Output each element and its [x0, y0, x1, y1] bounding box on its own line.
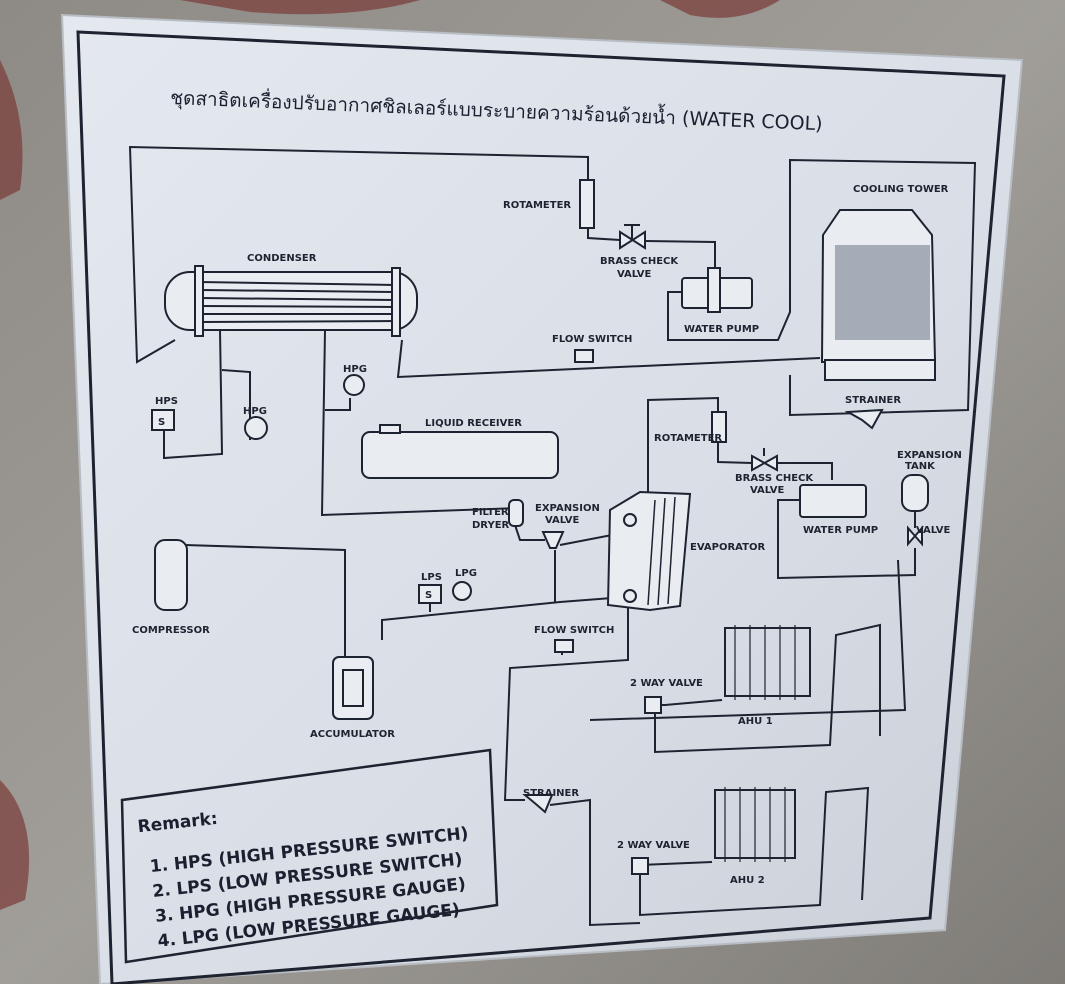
- svg-text:S: S: [158, 417, 165, 428]
- svg-text:DRYER: DRYER: [472, 520, 510, 531]
- ahu1-coil: [724, 625, 811, 700]
- lps-switch: S: [418, 584, 442, 604]
- two-way-valve-1: [644, 696, 662, 714]
- svg-text:AHU 1: AHU 1: [738, 716, 773, 727]
- svg-text:ROTAMETER: ROTAMETER: [654, 433, 722, 444]
- piping: [128, 145, 977, 927]
- svg-text:LIQUID RECEIVER: LIQUID RECEIVER: [425, 418, 522, 429]
- svg-text:HPG: HPG: [243, 406, 267, 417]
- svg-text:LPG: LPG: [455, 568, 477, 579]
- board-border: [76, 30, 1006, 984]
- sign-board: [60, 13, 1024, 984]
- label-rotameter-top: ROTAMETER: [503, 200, 571, 211]
- svg-text:2 WAY VALVE: 2 WAY VALVE: [630, 678, 703, 689]
- svg-text:EXPANSION: EXPANSION: [535, 503, 600, 514]
- svg-text:ACCUMULATOR: ACCUMULATOR: [310, 729, 395, 740]
- svg-text:FLOW SWITCH: FLOW SWITCH: [552, 334, 632, 345]
- svg-text:VALVE: VALVE: [916, 525, 951, 536]
- svg-text:FLOW SWITCH: FLOW SWITCH: [534, 625, 614, 636]
- svg-text:S: S: [425, 590, 432, 601]
- lpg-gauge: [452, 581, 472, 601]
- svg-text:COOLING TOWER: COOLING TOWER: [853, 184, 949, 195]
- svg-text:COMPRESSOR: COMPRESSOR: [132, 625, 210, 636]
- svg-text:TANK: TANK: [905, 461, 936, 472]
- svg-text:VALVE: VALVE: [617, 269, 652, 280]
- svg-text:LPS: LPS: [421, 572, 442, 583]
- filter-dryer: [508, 499, 524, 527]
- condenser: [164, 265, 418, 337]
- svg-text:HPG: HPG: [343, 364, 367, 375]
- svg-text:EVAPORATOR: EVAPORATOR: [690, 542, 765, 553]
- compressor: [154, 539, 188, 611]
- accumulator: [332, 656, 374, 720]
- evaporator: [606, 490, 692, 612]
- strainer-bottom: [522, 794, 554, 814]
- svg-text:VALVE: VALVE: [545, 515, 580, 526]
- svg-text:WATER PUMP: WATER PUMP: [684, 324, 759, 335]
- water-pump-bottom: [799, 484, 867, 518]
- svg-text:EXPANSION: EXPANSION: [897, 450, 962, 461]
- expansion-tank: [901, 474, 929, 547]
- svg-text:FILTER: FILTER: [472, 507, 509, 518]
- hpg-gauge-1: [343, 374, 365, 396]
- brass-check-valve-bottom: [751, 448, 778, 472]
- rotameter-bottom: [711, 411, 727, 443]
- svg-text:HPS: HPS: [155, 396, 178, 407]
- flow-switch-bottom: [554, 639, 574, 653]
- svg-text:STRAINER: STRAINER: [523, 788, 579, 799]
- svg-text:2 WAY VALVE: 2 WAY VALVE: [617, 840, 690, 851]
- liquid-receiver: [361, 424, 559, 479]
- cooling-tower: [820, 209, 937, 381]
- expansion-valve: [541, 531, 565, 549]
- svg-text:CONDENSER: CONDENSER: [247, 253, 317, 264]
- water-pump-top: [681, 267, 753, 313]
- strainer-top: [844, 408, 884, 430]
- svg-text:BRASS CHECK: BRASS CHECK: [600, 256, 679, 267]
- two-way-valve-2: [631, 857, 649, 875]
- svg-text:BRASS CHECK: BRASS CHECK: [735, 473, 814, 484]
- svg-text:VALVE: VALVE: [750, 485, 785, 496]
- flow-switch-top: [574, 349, 594, 363]
- component-labels: ROTAMETER BRASS CHECK VALVE COOLING TOWE…: [132, 184, 962, 886]
- svg-text:WATER PUMP: WATER PUMP: [803, 525, 878, 536]
- ahu2-coil: [714, 787, 796, 862]
- brass-check-valve-top: [619, 224, 646, 250]
- svg-text:AHU 2: AHU 2: [730, 875, 765, 886]
- rotameter-top: [579, 179, 595, 229]
- svg-text:STRAINER: STRAINER: [845, 395, 901, 406]
- hps-switch: S: [151, 409, 175, 431]
- hpg-gauge-2: [244, 416, 268, 440]
